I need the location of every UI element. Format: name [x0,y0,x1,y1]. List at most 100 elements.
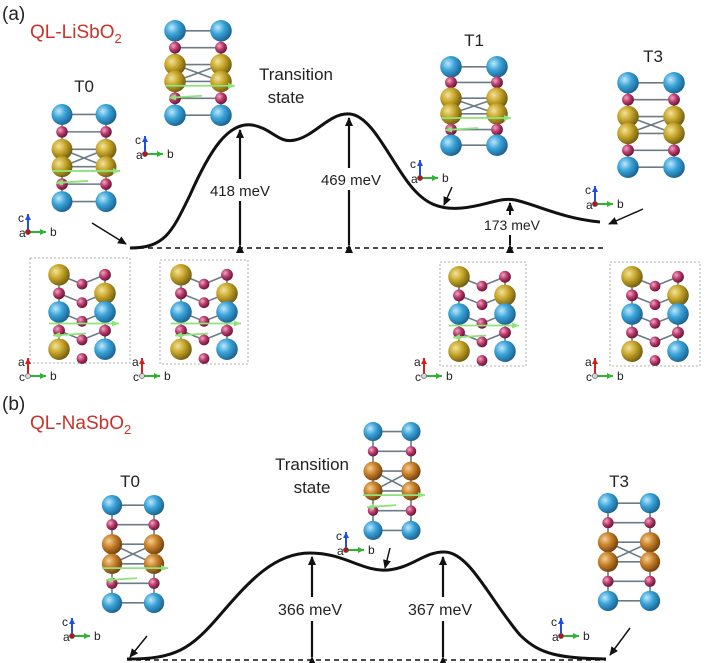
axis-origin-dot [139,373,145,379]
axis-label: b [94,629,101,643]
oxygen-atom [221,324,233,337]
oxygen-atom [668,93,680,106]
axis-origin-dot [69,633,75,639]
antimony-atom [210,53,232,76]
oxygen-atom [169,41,181,54]
axis-label: b [50,369,57,383]
oxygen-atom [76,334,88,346]
crystal-structure-t0-top [48,264,119,364]
energy-path-b [126,550,607,661]
alkali-atom [440,134,462,157]
axis-label: a [19,226,26,240]
alkali-atom [51,104,73,125]
alkali-atom [401,520,421,540]
antimony-atom [440,87,462,109]
barrier-label-a2: 469 meV [321,172,381,189]
crystal-structure-t1-side [440,56,511,157]
alkali-atom [143,495,165,516]
alkali-atom [486,134,508,157]
oxygen-atom [649,317,661,329]
unit-cell-box [29,257,131,364]
antimony-atom [143,534,165,555]
crystal-structure-ts [363,422,425,540]
antimony-atom [101,534,123,555]
pointer-arrow [608,208,644,225]
displacement-arrow [168,94,203,101]
axis-label: c [410,157,416,171]
barrier-label-b2: 367 meV [408,602,472,619]
alkali-atom [621,303,643,325]
axis-triad-ab: abc [585,355,624,384]
antimony-atom [363,461,383,481]
axis-label: a [136,148,143,162]
axis-label: c [62,615,68,629]
antimony-atom [639,532,661,553]
antimony-atom [401,461,421,481]
axis-triad-cb: cba [135,133,174,162]
alkali-atom [95,104,117,125]
displacement-arrow [174,332,209,339]
antimony-atom [48,338,70,360]
antimony-atom [639,551,661,572]
crystal-structure-ts-side [164,20,235,126]
axis-label: b [583,629,590,643]
label-bg [202,179,278,201]
alkali-atom [94,338,116,360]
barrier-label-a3: 173 meV [484,217,541,233]
antimony-atom [663,105,685,128]
displacement-arrow [444,126,479,133]
axis-label: c [336,529,342,543]
alkali-atom [216,301,238,323]
structure-label-t0: T0 [74,77,94,96]
alkali-atom [494,340,516,362]
displacement-arrow [105,576,138,583]
label-bg [313,168,389,190]
antimony-atom [101,553,123,574]
axis-label: a [132,355,139,369]
antimony-atom [95,156,117,178]
alkali-atom [597,590,619,611]
axis-triad-ab: abc [414,355,453,384]
oxygen-atom [649,355,661,366]
axis-triad-cb: cba [62,615,101,644]
panel-b-heading: QL-NaSbO2 [30,413,131,437]
oxygen-atom [499,270,511,283]
oxygen-atom [99,324,111,337]
structure-label-ts-line2: state [294,478,331,497]
oxygen-atom [106,519,118,531]
antimony-atom [663,122,685,145]
oxygen-atom [198,278,210,290]
oxygen-atom [476,336,488,348]
oxygen-atom [602,575,614,587]
axis-label: a [337,544,344,558]
alkali-atom [363,422,383,442]
alkali-atom [639,493,661,514]
antimony-atom [621,266,643,288]
alkali-atom [667,340,689,362]
alkali-atom [448,303,470,325]
oxygen-atom [405,446,417,457]
barrier-label-a1: 418 meV [210,183,270,200]
alkali-atom [617,156,639,179]
alkali-atom [143,592,165,613]
oxygen-atom [644,517,656,529]
oxygen-atom [99,268,111,281]
oxygen-atom [491,123,503,136]
oxygen-atom [476,317,488,329]
axis-label: c [18,211,24,225]
axis-label: a [414,355,421,369]
oxygen-atom [76,353,88,364]
axis-origin-dot [142,151,148,157]
oxygen-atom [215,92,227,105]
axis-label: a [411,172,418,186]
oxygen-atom [221,268,233,281]
axis-label: c [19,370,25,384]
axis-origin-dot [25,229,31,235]
antimony-atom [597,551,619,572]
axis-label: c [551,615,557,629]
alkali-atom [401,422,421,442]
panel-b-letter: (b) [2,394,25,415]
crystal-structure-t3-side [617,72,685,179]
alkali-atom [101,592,123,613]
